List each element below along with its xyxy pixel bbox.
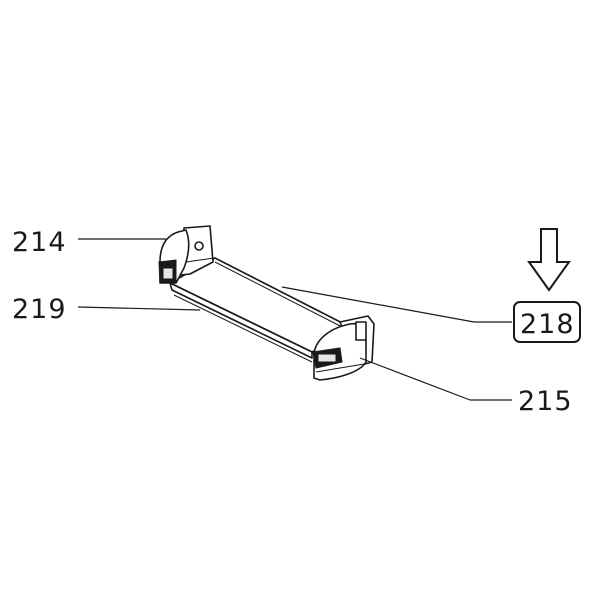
part-label-219: 219 — [12, 294, 67, 325]
end-cap-part-215 — [312, 315, 375, 381]
arrow-down-icon — [527, 228, 571, 292]
part-label-214: 214 — [12, 227, 67, 258]
part-label-215: 215 — [518, 386, 573, 417]
end-cap-part-214 — [158, 225, 215, 284]
part-label-218: 218 — [520, 309, 575, 340]
leader-line-219 — [77, 306, 201, 311]
highlight-box — [513, 301, 581, 343]
leader-line-215 — [359, 357, 471, 401]
leader-line-218 — [281, 286, 475, 323]
highlighted-part-218: 218 — [513, 301, 581, 343]
